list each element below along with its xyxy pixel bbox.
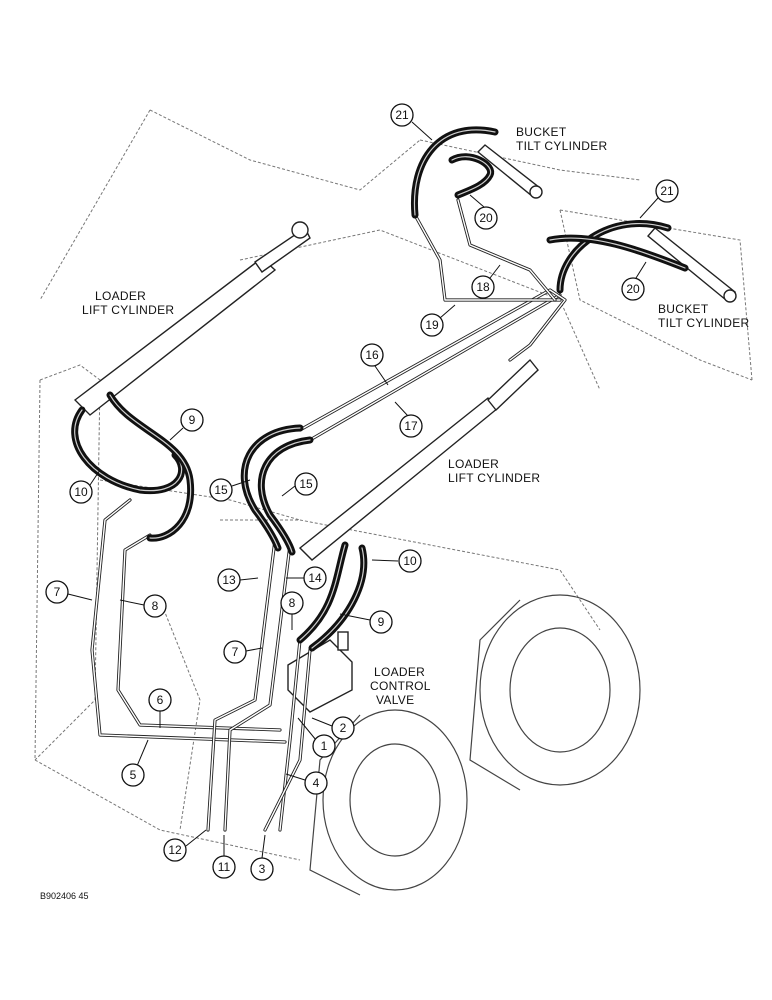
wheels: [309, 594, 641, 896]
callout-9-top-text: 9: [189, 413, 196, 427]
callout-10-left: [69, 480, 93, 504]
callout-14: [303, 566, 327, 590]
callout-3: [250, 857, 274, 881]
callout-21-top-text: 21: [395, 108, 409, 122]
callout-17: [399, 414, 423, 438]
callout-15-left: [209, 478, 233, 502]
callout-11: [212, 855, 236, 879]
label-left-lift-cylinder-1: LOADER: [95, 289, 146, 303]
callout-21-right: [655, 179, 679, 203]
component-labels: LOADER LIFT CYLINDER LOADER LIFT CYLINDE…: [82, 125, 750, 707]
label-right-tilt-cylinder-2: TILT CYLINDER: [658, 316, 750, 330]
callout-8-left-text: 8: [152, 599, 159, 613]
label-top-tilt-cylinder-2: TILT CYLINDER: [516, 139, 608, 153]
callout-18: [471, 275, 495, 299]
callout-13: [217, 568, 241, 592]
callout-8-center-text: 8: [289, 596, 296, 610]
callout-19-text: 19: [425, 318, 439, 332]
callout-6-text: 6: [157, 693, 164, 707]
callout-20-right-text: 20: [626, 282, 640, 296]
callout-21-right-text: 21: [660, 184, 674, 198]
label-left-lift-cylinder-2: LIFT CYLINDER: [82, 303, 174, 317]
label-right-lift-cylinder-2: LIFT CYLINDER: [448, 471, 540, 485]
control-valve: [287, 631, 353, 713]
callout-5-text: 5: [130, 768, 137, 782]
callout-21-top: [390, 103, 414, 127]
callout-20-top-text: 20: [479, 211, 493, 225]
hoses: [71, 126, 689, 652]
left-lift-cylinder: [73, 221, 311, 416]
callout-7-left: [45, 580, 69, 604]
label-control-valve-1: LOADER: [374, 665, 425, 679]
callout-11-text: 11: [218, 860, 231, 874]
callout-9-bottom-text: 9: [378, 615, 385, 629]
callout-17-text: 17: [404, 419, 418, 433]
callout-10-right-text: 10: [403, 554, 417, 568]
callout-7-center-text: 7: [232, 645, 239, 659]
steel-tubes: [90, 198, 567, 832]
callout-2-text: 2: [340, 721, 347, 735]
callout-15-right-text: 15: [299, 477, 313, 491]
drawing-code: B902406 45: [40, 891, 89, 901]
callout-19: [420, 313, 444, 337]
callout-9-top: [180, 408, 204, 432]
callout-8-center: [280, 591, 304, 615]
top-tilt-cylinder: [476, 144, 543, 199]
label-top-tilt-cylinder-1: BUCKET: [516, 125, 567, 139]
label-control-valve-3: VALVE: [376, 693, 414, 707]
callout-10-right: [398, 549, 422, 573]
callout-8-left: [143, 594, 167, 618]
right-lift-cylinder: [298, 358, 539, 561]
callout-14-text: 14: [308, 571, 322, 585]
callout-9-bottom: [369, 610, 393, 634]
callout-16: [360, 343, 384, 367]
callout-10-left-text: 10: [74, 485, 88, 499]
callout-2: [331, 716, 355, 740]
callout-4-text: 4: [313, 776, 320, 790]
label-right-tilt-cylinder-1: BUCKET: [658, 302, 709, 316]
callout-20-right: [621, 277, 645, 301]
callout-20-top: [474, 206, 498, 230]
callout-4: [304, 771, 328, 795]
callout-18-text: 18: [476, 280, 490, 294]
callout-7-left-text: 7: [54, 585, 61, 599]
label-control-valve-2: CONTROL: [370, 679, 431, 693]
callout-15-left-text: 15: [214, 483, 228, 497]
callout-15-right: [294, 472, 318, 496]
callout-12-text: 12: [168, 843, 182, 857]
right-tilt-cylinder: [646, 227, 737, 303]
callout-1-text: 1: [321, 739, 328, 753]
callout-16-text: 16: [365, 348, 379, 362]
callout-3-text: 3: [259, 862, 266, 876]
callouts: 1 2 3 4 5 6 7 7 8 8: [45, 103, 679, 881]
callout-13-text: 13: [222, 573, 236, 587]
callout-1: [312, 734, 336, 758]
callout-7-center: [223, 640, 247, 664]
callout-5: [121, 763, 145, 787]
label-right-lift-cylinder-1: LOADER: [448, 457, 499, 471]
callout-6: [148, 688, 172, 712]
callout-12: [163, 838, 187, 862]
